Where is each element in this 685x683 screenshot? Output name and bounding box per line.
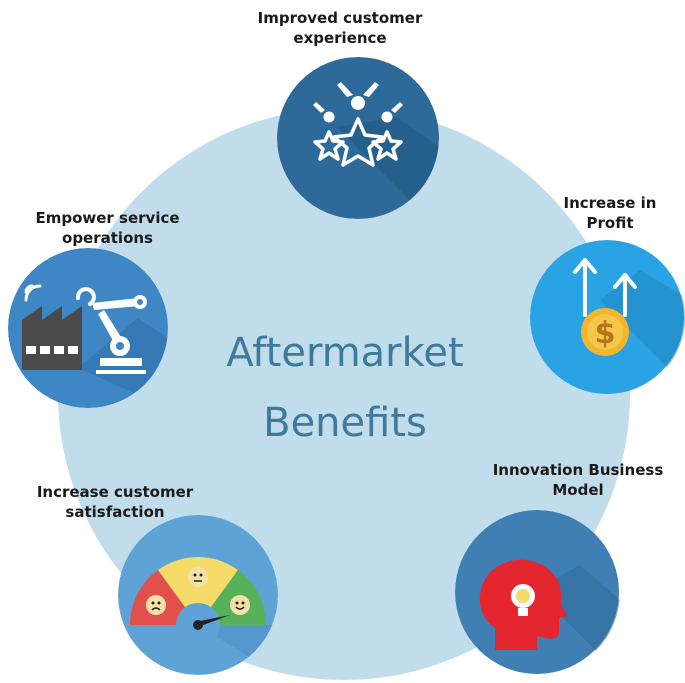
satisfaction-gauge-icon [118,515,278,675]
center-title-line2: Benefits [263,400,427,446]
innovation-node[interactable] [455,510,620,675]
satisfaction-label-line1: Increase customer [36,483,194,501]
customer-experience-label-line2: experience [293,29,387,47]
profit-label-line1: Increase in [563,194,657,212]
svg-text:$: $ [595,316,616,351]
service-node[interactable] [8,248,168,408]
celebrating-people-stars-icon [277,57,439,219]
factory-robot-arm-icon [8,248,168,408]
customer-experience-label-line1: Improved customer [257,9,423,27]
innovation-label: Innovation Business Model [483,460,673,500]
satisfaction-label-line2: satisfaction [65,503,165,521]
innovation-label-line1: Innovation Business [492,461,664,479]
head-lightbulb-icon [455,510,620,675]
service-label-line1: Empower service [35,209,180,227]
profit-label-line2: Profit [586,214,634,232]
profit-node[interactable]: $ [530,240,685,395]
center-title-line1: Aftermarket [226,330,464,376]
service-label: Empower service operations [20,208,195,248]
innovation-label-line2: Model [552,481,604,499]
service-label-line2: operations [62,229,153,247]
customer-experience-label: Improved customer experience [240,8,440,48]
customer-experience-node[interactable] [277,57,439,219]
profit-label: Increase in Profit [545,193,675,233]
dollar-coin-up-arrows-icon: $ [530,240,685,394]
satisfaction-label: Increase customer satisfaction [20,482,210,522]
satisfaction-node[interactable] [118,515,278,675]
